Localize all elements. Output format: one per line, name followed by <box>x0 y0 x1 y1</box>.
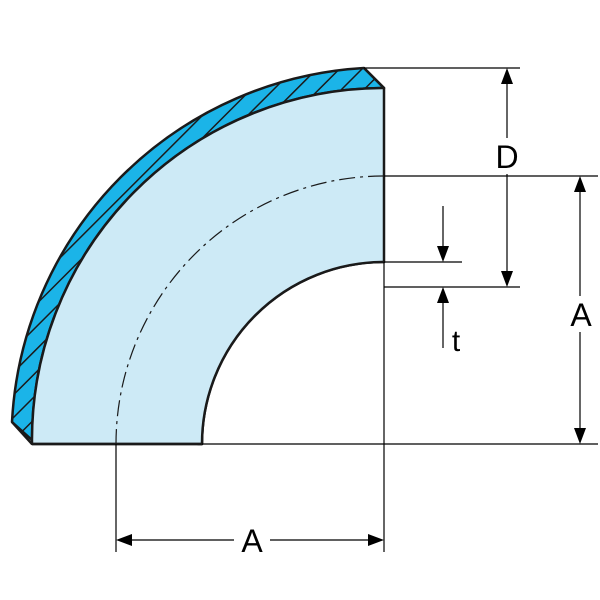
label-A-vertical: A <box>570 297 592 333</box>
outer-chamfer-bottom <box>11 421 33 445</box>
dimension-t: t <box>437 206 461 358</box>
centerline-arc <box>115 175 385 445</box>
dimension-D: D <box>490 68 524 287</box>
label-D: D <box>495 139 518 175</box>
dimension-A-horizontal: A <box>116 522 384 559</box>
bore-section <box>30 86 386 446</box>
label-A-horizontal: A <box>241 523 263 559</box>
outer-chamfer-top <box>363 67 385 89</box>
label-t: t <box>452 325 461 358</box>
dimension-A-vertical: A <box>564 176 598 444</box>
